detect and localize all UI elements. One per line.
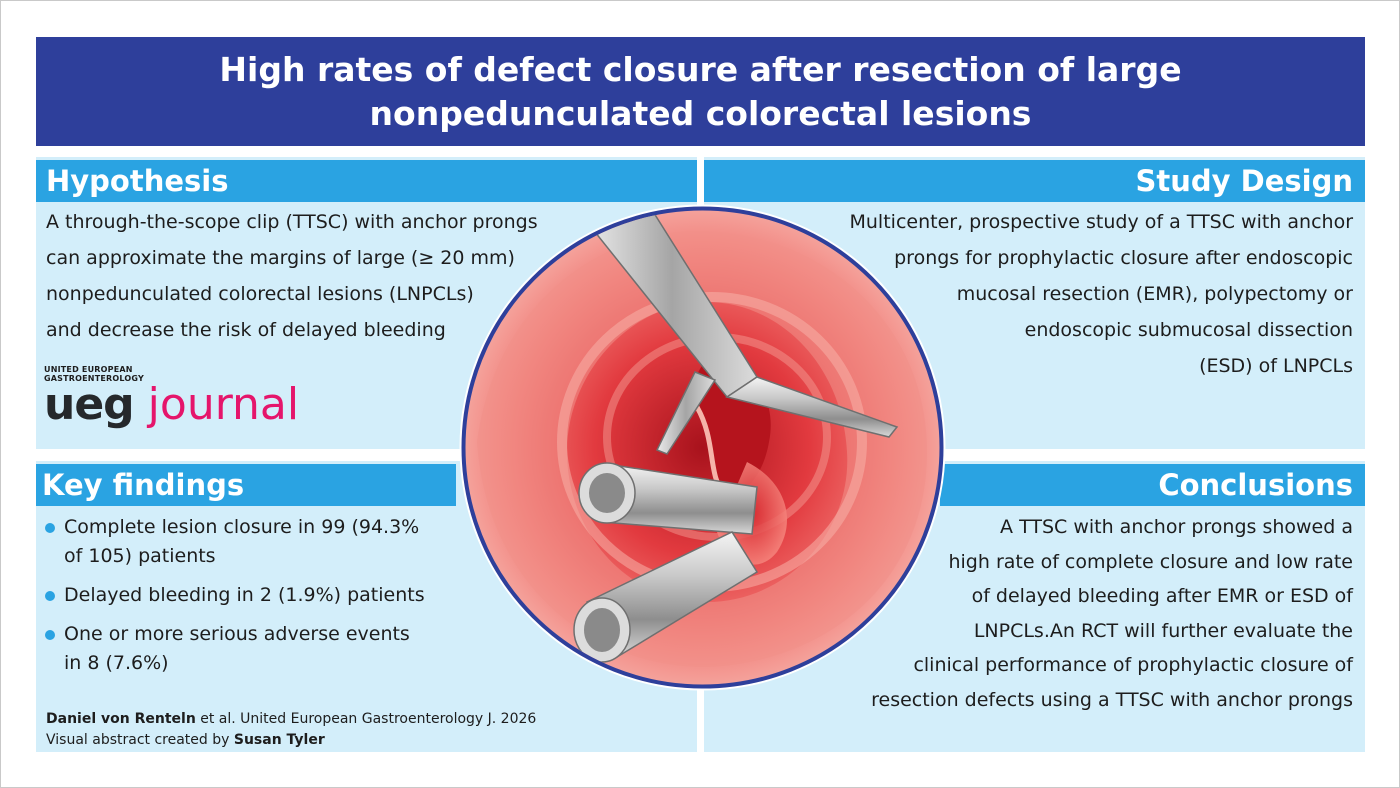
citation-credit-line: Visual abstract created by Susan Tyler: [46, 730, 536, 751]
conclusions-line: of delayed bleeding after EMR or ESD of: [971, 585, 1353, 607]
finding-line: in 8 (7.6%): [64, 652, 169, 674]
citation-ref: et al. United European Gastroenterology …: [195, 711, 537, 727]
colon-clip-illustration: [459, 204, 946, 691]
conclusions-line: LNPCLs.An RCT will further evaluate the: [973, 619, 1353, 642]
ueg-journal-logo: UNITED EUROPEAN GASTROENTEROLOGY ueg jou…: [44, 365, 299, 427]
hypothesis-line: and decrease the risk of delayed bleedin…: [46, 319, 446, 341]
citation-author: Daniel von Renteln: [46, 711, 196, 727]
logo-wordmark: ueg journal: [44, 383, 299, 427]
conclusions-line: resection defects using a TTSC with anch…: [871, 688, 1353, 711]
bullet-dot-icon: [45, 630, 55, 640]
clip-prong-left: [655, 371, 717, 455]
study-design-heading: Study Design: [704, 160, 1365, 202]
finding-line: Delayed bleeding in 2 (1.9%) patients: [64, 584, 425, 606]
bullet-dot-icon: [45, 591, 55, 601]
clip-prong-right: [725, 376, 899, 438]
hypothesis-line: can approximate the margins of large (≥ …: [46, 247, 515, 269]
finding-line: of 105) patients: [64, 545, 216, 567]
finding-line: Complete lesion closure in 99 (94.3%: [64, 516, 420, 538]
finding-line: One or more serious adverse events: [64, 623, 410, 645]
conclusions-line: high rate of complete closure and low ra…: [948, 550, 1353, 573]
study-design-line: (ESD) of LNPCLs: [1199, 355, 1353, 377]
study-design-text: Multicenter, prospective study of a TTSC…: [813, 204, 1354, 384]
study-design-line: mucosal resection (EMR), polypectomy or: [956, 283, 1353, 305]
list-item: Delayed bleeding in 2 (1.9%) patients: [44, 581, 464, 610]
citation: Daniel von Renteln et al. United Europea…: [46, 709, 536, 751]
title-line-1: High rates of defect closure after resec…: [219, 49, 1182, 89]
catheter-upper-lumen-icon: [589, 473, 625, 513]
hypothesis-heading: Hypothesis: [36, 160, 697, 202]
title-line-2: nonpedunculated colorectal lesions: [369, 93, 1032, 133]
endoscopic-illustration: [457, 202, 948, 693]
study-design-line: endoscopic submucosal dissection: [1024, 319, 1353, 341]
citation-created-prefix: Visual abstract created by: [46, 732, 234, 748]
citation-ref-line: Daniel von Renteln et al. United Europea…: [46, 709, 536, 730]
hypothesis-text: A through-the-scope clip (TTSC) with anc…: [46, 204, 586, 348]
logo-small-line: GASTROENTEROLOGY: [44, 374, 144, 383]
key-findings-list: Complete lesion closure in 99 (94.3% of …: [44, 513, 464, 688]
list-item: Complete lesion closure in 99 (94.3% of …: [44, 513, 464, 571]
page-title: High rates of defect closure after resec…: [36, 37, 1365, 146]
hypothesis-line: nonpedunculated colorectal lesions (LNPC…: [46, 283, 474, 305]
logo-small-line: UNITED EUROPEAN: [44, 365, 133, 374]
citation-creator: Susan Tyler: [233, 732, 325, 748]
hypothesis-line: A through-the-scope clip (TTSC) with anc…: [46, 211, 538, 233]
logo-ueg: ueg: [44, 379, 135, 430]
study-design-line: Multicenter, prospective study of a TTSC…: [849, 211, 1354, 233]
list-item: One or more serious adverse events in 8 …: [44, 620, 464, 678]
conclusions-line: A TTSC with anchor prongs showed a: [1000, 516, 1353, 538]
logo-journal: journal: [147, 379, 300, 430]
bullet-dot-icon: [45, 523, 55, 533]
conclusions-line: clinical performance of prophylactic clo…: [913, 654, 1353, 676]
conclusions-heading: Conclusions: [940, 464, 1365, 506]
key-findings-heading: Key findings: [36, 464, 456, 506]
study-design-line: prongs for prophylactic closure after en…: [894, 247, 1353, 269]
catheter-lower-lumen-icon: [584, 608, 620, 652]
conclusions-text: A TTSC with anchor prongs showed a high …: [853, 510, 1353, 717]
